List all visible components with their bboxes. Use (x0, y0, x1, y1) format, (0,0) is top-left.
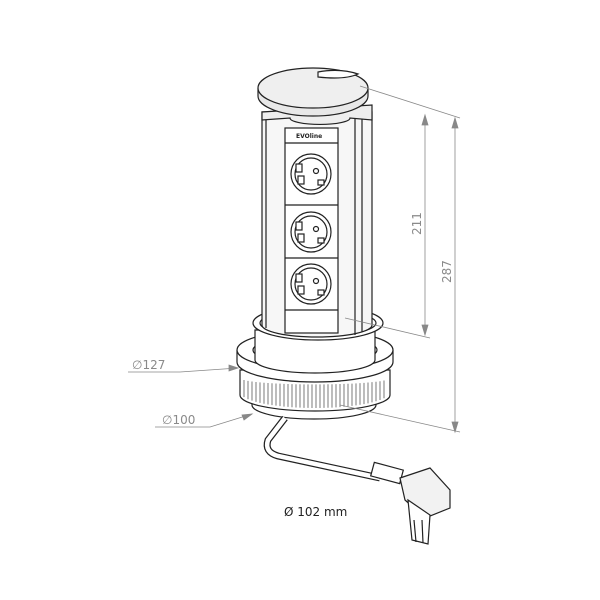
dimension-211-label: 211 (410, 212, 424, 235)
cutout-diameter-label: Ø 102 mm (284, 505, 347, 519)
knurled-ring (239, 369, 391, 412)
dimension-100-label: ∅100 (162, 413, 195, 427)
leader-100 (155, 413, 253, 428)
power-socket (290, 263, 332, 305)
dimension-287-label: 287 (440, 260, 454, 283)
dimension-lines (128, 85, 461, 434)
power-socket (290, 211, 332, 253)
dimension-127-label: ∅127 (132, 358, 165, 372)
brand-logo: EVOline (296, 133, 322, 140)
power-cable (263, 415, 405, 485)
leader-127 (128, 367, 239, 373)
plug (399, 467, 451, 545)
top-cap (257, 67, 373, 126)
power-socket (290, 153, 332, 195)
